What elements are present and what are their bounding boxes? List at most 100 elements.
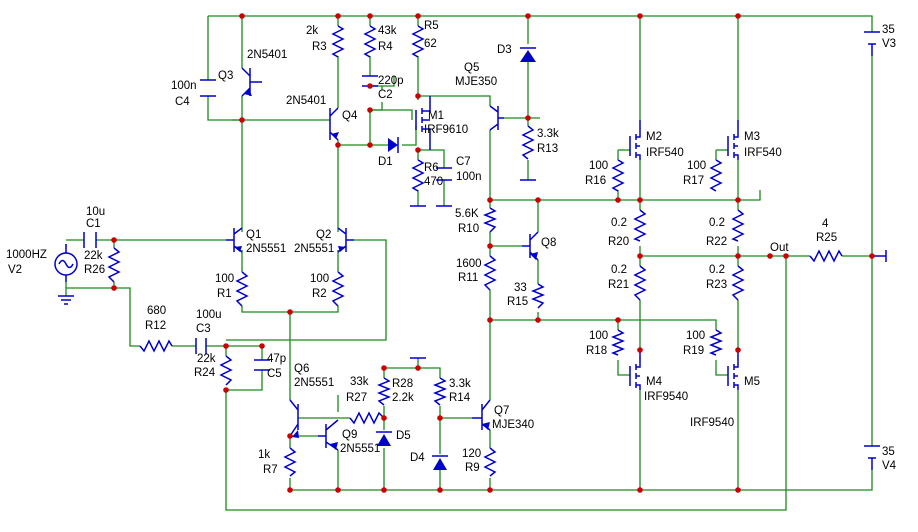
mosfet-m3 [727, 120, 739, 160]
label-r10-name: R10 [458, 223, 480, 235]
battery-v4 [864, 445, 880, 470]
resistor-r20 [633, 209, 647, 242]
diode-d4 [433, 458, 447, 470]
label-r22-name: R22 [706, 236, 728, 248]
label-r2-value: 100 [310, 273, 330, 285]
label-r12-value: 680 [147, 305, 167, 317]
label-r27-name: R27 [346, 392, 368, 404]
resistor-r7 [283, 447, 297, 477]
ground-symbol [58, 295, 74, 305]
label-r19-name: R19 [683, 345, 705, 357]
label-r1-name: R1 [217, 288, 232, 300]
label-v2-name: V2 [8, 264, 23, 276]
label-r5-value: 62 [424, 38, 437, 50]
label-c3-name: C3 [196, 323, 211, 335]
label-r27-value: 33k [350, 376, 369, 388]
label-m4-type: IRF9540 [644, 391, 689, 403]
label-r23-name: R23 [706, 279, 728, 291]
resistor-r26 [107, 247, 121, 283]
label-c7-name: C7 [456, 156, 471, 168]
diode-d3 [520, 50, 536, 62]
label-r20-name: R20 [608, 236, 630, 248]
label-r4-value: 43k [378, 25, 397, 37]
resistor-r28 [376, 377, 392, 406]
capacitor-c3 [195, 338, 207, 354]
resistor-r3 [331, 25, 345, 58]
resistor-r14 [432, 377, 448, 406]
resistor-r27 [349, 411, 385, 425]
resistor-r6 [411, 159, 425, 192]
label-r23-value: 0.2 [709, 264, 725, 276]
capacitor-c4 [200, 79, 216, 97]
label-r28-name: R28 [392, 378, 414, 390]
label-d1-name: D1 [378, 156, 393, 168]
label-c5-value: 47p [267, 353, 287, 365]
capacitor-c7 [436, 167, 452, 181]
resistor-r1 [235, 271, 249, 307]
label-r26-value: 22k [84, 250, 103, 262]
mosfet-m2 [629, 120, 641, 160]
label-r9-name: R9 [465, 462, 480, 474]
junctions [111, 13, 875, 493]
label-q3-name: Q3 [218, 70, 234, 82]
label-r1-value: 100 [215, 273, 235, 285]
resistor-r18 [610, 329, 626, 356]
label-q1-type: 2N5551 [246, 243, 287, 255]
mosfet-m5 [727, 350, 739, 390]
label-r18-value: 100 [589, 330, 609, 342]
label-r26-name: R26 [84, 264, 106, 276]
label-r12-name: R12 [145, 320, 167, 332]
label-c2-name: C2 [378, 89, 393, 101]
label-q9-name: Q9 [342, 429, 358, 441]
resistor-r24 [219, 355, 233, 386]
label-r25-value: 4 [822, 218, 829, 230]
label-r15-value: 33 [514, 282, 527, 294]
resistor-r19 [708, 329, 724, 356]
resistor-r22 [731, 209, 745, 242]
label-m1-type: IRF9610 [424, 124, 469, 136]
label-q7-type: MJE340 [492, 419, 535, 431]
label-r6-name: R6 [424, 162, 439, 174]
label-r3-name: R3 [312, 41, 327, 53]
label-r21-value: 0.2 [611, 264, 627, 276]
label-c7-value: 100n [456, 171, 482, 183]
label-output: Out [770, 242, 789, 254]
label-q3-type: 2N5401 [247, 49, 288, 61]
label-r9-value: 120 [462, 448, 482, 460]
label-r10-value: 5.6K [455, 208, 479, 220]
resistor-r17 [709, 159, 723, 192]
label-r7-value: 1k [258, 449, 271, 461]
label-q2-name: Q2 [316, 229, 332, 241]
label-q4-name: Q4 [342, 110, 358, 122]
label-m1-name: M1 [428, 110, 444, 122]
label-q7-name: Q7 [494, 405, 510, 417]
label-r14-value: 3.3k [449, 378, 471, 390]
resistor-r15 [530, 283, 546, 309]
label-q5-name: Q5 [464, 62, 480, 74]
label-m3-name: M3 [744, 131, 760, 143]
label-r16-name: R16 [585, 175, 607, 187]
resistor-r21 [633, 265, 647, 301]
label-c1-name: C1 [86, 218, 101, 230]
label-c2-value: 220p [378, 75, 404, 87]
label-r20-value: 0.2 [611, 217, 627, 229]
label-r18-name: R18 [586, 345, 608, 357]
label-m5-name: M5 [744, 376, 760, 388]
label-r11-value: 1600 [456, 258, 482, 270]
resistor-r23 [731, 265, 745, 301]
label-r22-value: 0.2 [709, 217, 725, 229]
resistor-r16 [611, 159, 625, 192]
resistor-r5 [411, 25, 425, 58]
label-r28-value: 2.2k [392, 392, 414, 404]
resistor-r13 [521, 125, 535, 160]
label-r2-name: R2 [312, 288, 327, 300]
capacitor-c5 [254, 359, 270, 371]
label-r25-name: R25 [816, 232, 838, 244]
resistor-r4 [363, 25, 377, 58]
label-m2-name: M2 [646, 131, 662, 143]
label-v2-frequency: 1000HZ [6, 249, 47, 261]
label-q5-type: MJE350 [455, 76, 498, 88]
label-r24-value: 22k [197, 353, 216, 365]
label-r17-value: 100 [687, 160, 707, 172]
